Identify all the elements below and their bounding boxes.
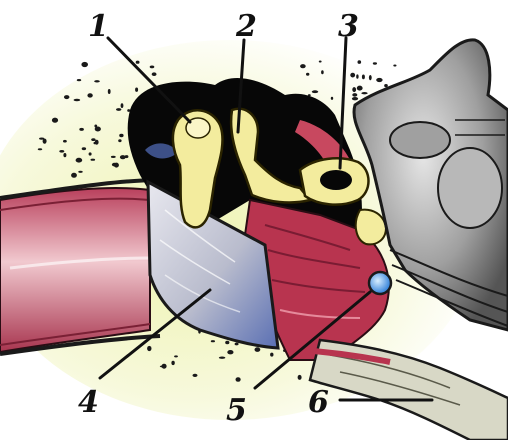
speckle — [91, 138, 95, 141]
speckle — [71, 173, 77, 178]
speckle — [225, 341, 229, 345]
speckle — [152, 72, 157, 76]
speckle — [119, 134, 123, 137]
speckle — [255, 347, 261, 352]
speckle — [108, 89, 111, 94]
speckle — [114, 163, 119, 168]
speckle — [150, 66, 155, 69]
speckle — [171, 361, 174, 365]
speckle — [306, 73, 309, 76]
speckle — [350, 73, 355, 78]
speckle — [64, 95, 69, 99]
speckle — [82, 147, 86, 150]
speckle — [393, 65, 396, 67]
speckle — [376, 78, 382, 82]
speckle — [59, 150, 64, 153]
speckle — [300, 64, 306, 68]
speckle — [116, 108, 121, 111]
speckle — [362, 75, 365, 80]
speckle — [193, 374, 198, 377]
speckle — [361, 92, 367, 94]
speckle — [118, 139, 121, 142]
speckle — [121, 103, 124, 108]
speckle — [77, 79, 81, 81]
speckle — [384, 84, 388, 87]
speckle — [78, 171, 82, 173]
speckle — [236, 377, 241, 382]
speckle — [162, 364, 167, 369]
speckle — [91, 159, 96, 161]
speckle — [357, 86, 363, 91]
speckle — [63, 153, 66, 157]
round-window — [369, 272, 391, 294]
speckle — [136, 61, 140, 64]
speckle — [211, 340, 215, 342]
speckle — [352, 93, 357, 97]
label-1: 1 — [88, 9, 109, 44]
speckle — [87, 93, 92, 97]
speckle — [319, 61, 322, 63]
label-2: 2 — [235, 9, 257, 44]
speckle — [95, 140, 99, 145]
speckle — [125, 155, 129, 158]
speckle — [76, 158, 83, 163]
speckle — [52, 118, 58, 123]
speckle — [74, 99, 81, 102]
speckle — [94, 80, 100, 82]
speckle — [369, 75, 372, 80]
speckle — [89, 152, 92, 155]
label-3: 3 — [338, 9, 359, 44]
speckle — [352, 87, 356, 92]
speckle — [135, 88, 138, 92]
label-4: 4 — [78, 385, 99, 420]
speckle — [373, 62, 377, 64]
speckle — [38, 148, 42, 150]
speckle — [63, 140, 67, 143]
speckle — [174, 355, 178, 357]
speckle — [331, 97, 333, 100]
speckle — [94, 125, 97, 128]
speckle — [358, 60, 362, 64]
speckle — [79, 128, 84, 131]
speckle — [298, 375, 302, 380]
speckle — [219, 357, 225, 359]
speckle — [81, 62, 88, 67]
speckle — [227, 350, 233, 354]
speckle — [111, 156, 116, 158]
speckle — [39, 138, 44, 140]
label-5: 5 — [226, 393, 247, 428]
outer-ear-canal — [0, 180, 160, 354]
speckle — [321, 70, 324, 74]
speckle — [356, 74, 358, 78]
speckle — [312, 90, 318, 93]
speckle — [235, 343, 239, 346]
speckle — [147, 346, 151, 351]
speckle — [352, 97, 358, 100]
speckle — [270, 353, 273, 357]
label-6: 6 — [308, 385, 329, 420]
